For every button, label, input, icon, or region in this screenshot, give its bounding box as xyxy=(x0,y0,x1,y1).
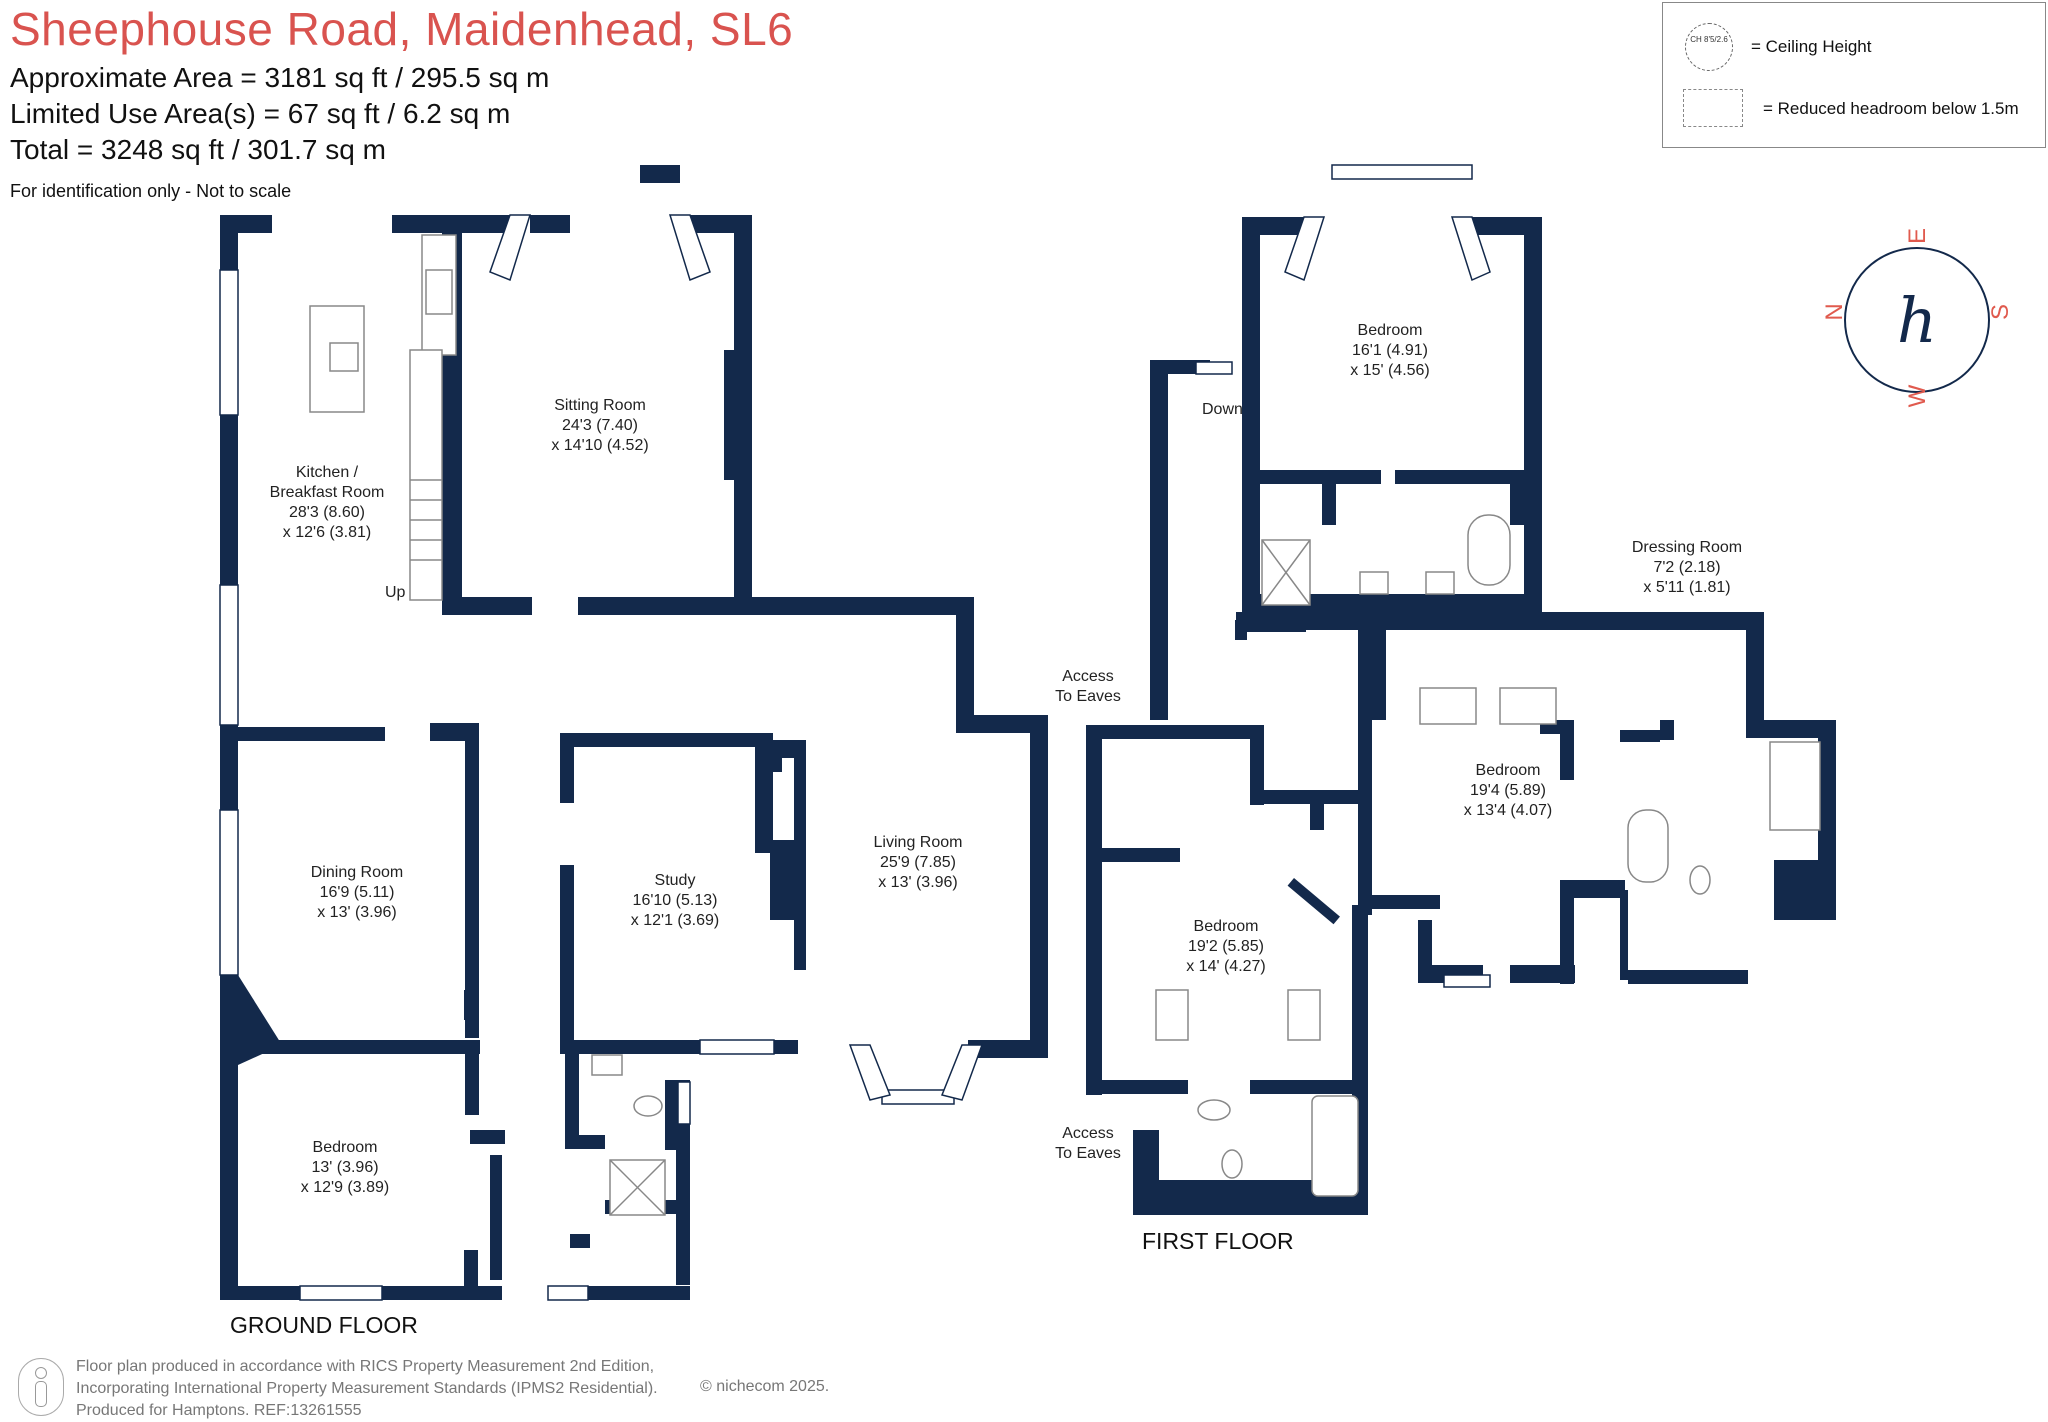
kitchen-label: Kitchen / xyxy=(296,464,359,481)
compass-west: W xyxy=(1904,384,1931,407)
person-icon xyxy=(18,1358,64,1416)
living-room-label: Living Room xyxy=(874,834,963,851)
svg-text:x 13' (3.96): x 13' (3.96) xyxy=(878,874,958,891)
compass-logo: h xyxy=(1897,284,1937,357)
svg-text:x 15' (4.56): x 15' (4.56) xyxy=(1350,362,1430,379)
svg-text:25'9 (7.85): 25'9 (7.85) xyxy=(880,854,956,871)
ceiling-height-label: = Ceiling Height xyxy=(1751,37,1872,56)
svg-text:x 5'11 (1.81): x 5'11 (1.81) xyxy=(1643,579,1730,596)
svg-text:24'3 (7.40): 24'3 (7.40) xyxy=(562,417,638,434)
fixtures xyxy=(309,234,1821,1216)
footer-line: Produced for Hamptons. REF:13261555 xyxy=(76,1402,362,1419)
plan-title: Sheephouse Road, Maidenhead, SL6 xyxy=(10,3,794,55)
legend-box: CH 8'5/2.6 = Ceiling Height = Reduced he… xyxy=(1662,2,2046,148)
compass: E N S W h xyxy=(1821,228,2014,407)
sitting-room-label: Sitting Room xyxy=(554,397,646,414)
svg-text:13' (3.96): 13' (3.96) xyxy=(311,1159,378,1176)
dressing-room-label: Dressing Room xyxy=(1632,539,1742,556)
svg-text:16'1 (4.91): 16'1 (4.91) xyxy=(1352,342,1428,359)
svg-text:x 12'1 (3.69): x 12'1 (3.69) xyxy=(631,912,719,929)
svg-text:16'9 (5.11): 16'9 (5.11) xyxy=(320,884,395,901)
eaves-access-label-2: Access xyxy=(1062,1125,1114,1142)
first-bedroom-mid-label: Bedroom xyxy=(1476,762,1541,779)
stairs-up-label: Up xyxy=(385,584,406,601)
svg-text:x 13'4 (4.07): x 13'4 (4.07) xyxy=(1464,802,1552,819)
identification-note: For identification only - Not to scale xyxy=(10,181,292,201)
walls xyxy=(220,165,1836,1300)
study-label: Study xyxy=(655,872,696,889)
svg-text:x 12'6 (3.81): x 12'6 (3.81) xyxy=(283,524,371,541)
copyright: © nichecom 2025. xyxy=(700,1378,830,1395)
svg-text:16'10 (5.13): 16'10 (5.13) xyxy=(633,892,718,909)
compass-east: E xyxy=(1904,228,1931,244)
compass-north: N xyxy=(1821,303,1848,320)
room-labels: Kitchen / Breakfast Room 28'3 (8.60) x 1… xyxy=(270,322,1742,1196)
ground-floor-label: GROUND FLOOR xyxy=(230,1312,418,1338)
svg-text:Breakfast Room: Breakfast Room xyxy=(270,484,385,501)
first-floor-label: FIRST FLOOR xyxy=(1142,1228,1294,1254)
wall xyxy=(220,215,238,1300)
stairs-down-label: Down xyxy=(1202,401,1243,418)
first-bedroom-top-label: Bedroom xyxy=(1358,322,1423,339)
svg-text:x 12'9 (3.89): x 12'9 (3.89) xyxy=(301,1179,389,1196)
svg-text:x 14' (4.27): x 14' (4.27) xyxy=(1186,958,1266,975)
limited-use-area: Limited Use Area(s) = 67 sq ft / 6.2 sq … xyxy=(10,98,511,129)
svg-text:19'2 (5.85): 19'2 (5.85) xyxy=(1188,938,1264,955)
reduced-headroom-icon xyxy=(1683,89,1743,127)
svg-text:To Eaves: To Eaves xyxy=(1055,688,1121,705)
first-bedroom-left-label: Bedroom xyxy=(1194,918,1259,935)
approximate-area: Approximate Area = 3181 sq ft / 295.5 sq… xyxy=(10,62,550,93)
compass-south: S xyxy=(1987,304,2014,320)
eaves-access-label: Access xyxy=(1062,668,1114,685)
footer-notes: Floor plan produced in accordance with R… xyxy=(76,1356,658,1422)
dining-room-label: Dining Room xyxy=(311,864,403,881)
svg-text:x 13' (3.96): x 13' (3.96) xyxy=(317,904,397,921)
total-area: Total = 3248 sq ft / 301.7 sq m xyxy=(10,134,386,165)
ceiling-height-icon: CH 8'5/2.6 xyxy=(1685,23,1733,71)
svg-text:x 14'10 (4.52): x 14'10 (4.52) xyxy=(551,437,648,454)
footer-line: Incorporating International Property Mea… xyxy=(76,1380,658,1397)
svg-text:7'2 (2.18): 7'2 (2.18) xyxy=(1653,559,1720,576)
compass-ring xyxy=(1844,247,1990,393)
windows xyxy=(219,164,1491,1301)
footer-line: Floor plan produced in accordance with R… xyxy=(76,1358,655,1375)
ground-bedroom-label: Bedroom xyxy=(313,1139,378,1156)
svg-text:28'3 (8.60): 28'3 (8.60) xyxy=(289,504,365,521)
svg-text:To Eaves: To Eaves xyxy=(1055,1145,1121,1162)
reduced-headroom-label: = Reduced headroom below 1.5m xyxy=(1763,99,2019,118)
svg-text:19'4 (5.89): 19'4 (5.89) xyxy=(1470,782,1546,799)
